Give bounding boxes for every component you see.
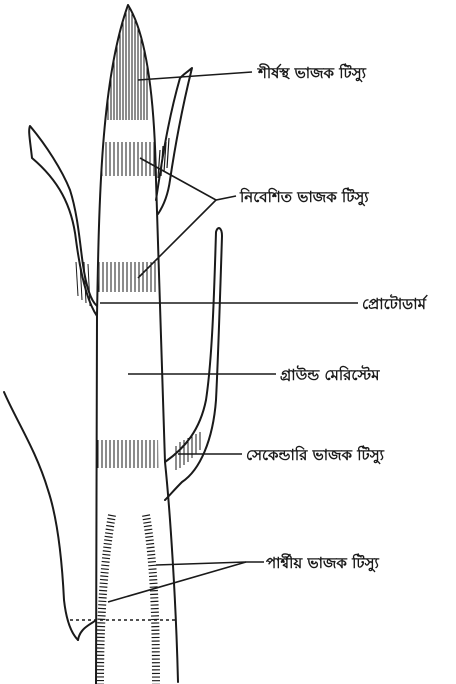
apical-meristem-hatch bbox=[108, 8, 147, 120]
label-protoderm: প্রোটোডার্ম bbox=[362, 294, 428, 313]
right-branch-outline bbox=[165, 228, 222, 500]
label-lateral-meristem: পার্শ্বীয় ভাজক টিস্যু bbox=[266, 553, 379, 572]
left-lower-outline bbox=[4, 392, 78, 640]
intercalary-leader-lower bbox=[138, 200, 216, 278]
right-branch-hatch bbox=[176, 432, 200, 470]
young-leaf-outline bbox=[156, 68, 192, 214]
left-branch-outline bbox=[29, 126, 97, 316]
lateral-leader-lower bbox=[108, 562, 246, 602]
label-intercalary-meristem: নিবেশিত ভাজক টিস্যু bbox=[239, 187, 369, 206]
secondary-meristem-band bbox=[98, 440, 158, 468]
left-lower-inner-outline bbox=[78, 620, 96, 640]
intercalary-band-lower bbox=[99, 262, 155, 292]
label-apical-meristem: শীর্ষস্থ ভাজক টিস্যু bbox=[257, 63, 367, 82]
apical-leader bbox=[138, 72, 252, 80]
intercalary-band-upper bbox=[102, 142, 154, 176]
label-secondary-meristem: সেকেন্ডারি ভাজক টিস্যু bbox=[246, 445, 385, 464]
lateral-meristem-strand-left bbox=[100, 515, 112, 684]
label-ground-meristem: গ্রাউন্ড মেরিস্টেম bbox=[280, 365, 380, 384]
lateral-meristem-strand-right bbox=[146, 515, 156, 684]
